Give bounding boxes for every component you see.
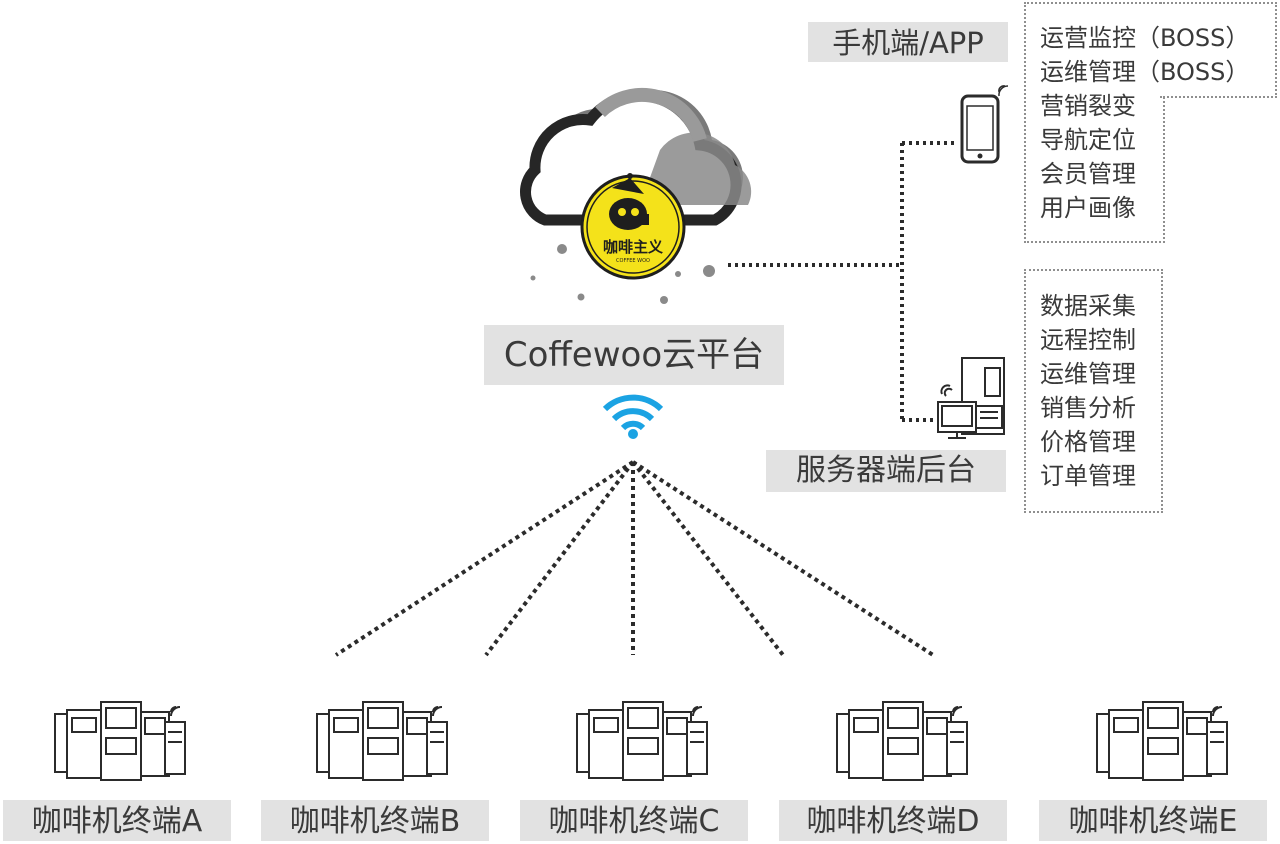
- feature-item: 运维管理: [1040, 360, 1136, 388]
- feature-item: 导航定位: [1040, 126, 1136, 154]
- feature-item: 订单管理: [1040, 462, 1136, 490]
- coffee-machine-icon: [576, 701, 708, 781]
- logo-text: 咖啡主义: [603, 238, 663, 256]
- feature-item: 销售分析: [1040, 394, 1136, 422]
- mobile-feature-box-extension: [1160, 2, 1277, 98]
- coffee-machine-icon: [836, 701, 968, 781]
- cloud-icon: [520, 88, 752, 304]
- coffee-mascot-icon: [609, 173, 649, 230]
- server-label: 服务器端后台: [766, 450, 1006, 492]
- coffee-machine-icon: [316, 701, 448, 781]
- feature-item: 会员管理: [1040, 160, 1136, 188]
- server-icon: [937, 357, 1005, 439]
- terminal-label-d: 咖啡机终端D: [779, 800, 1007, 841]
- feature-item: 运维管理（BOSS）: [1040, 58, 1250, 86]
- server-feature-box: [1024, 269, 1163, 513]
- terminal-label-c: 咖啡机终端C: [520, 800, 748, 841]
- platform-label: Coffewoo云平台: [484, 325, 784, 385]
- logo-badge: 咖啡主义 COFFEE WOO: [580, 173, 686, 280]
- terminal-label-a: 咖啡机终端A: [3, 800, 231, 841]
- feature-item: 远程控制: [1040, 326, 1136, 354]
- mobile-feature-box: [1024, 2, 1165, 243]
- coffee-machine-icon: [1096, 701, 1228, 781]
- terminal-label-e: 咖啡机终端E: [1039, 800, 1267, 841]
- feature-item: 用户画像: [1040, 194, 1136, 222]
- mobile-feature-list: 运营监控（BOSS） 运维管理（BOSS） 营销裂变 导航定位 会员管理 用户画…: [1040, 21, 1249, 225]
- terminal-label-b: 咖啡机终端B: [261, 800, 489, 841]
- server-feature-list: 数据采集 远程控制 运维管理 销售分析 价格管理 订单管理: [1040, 289, 1136, 493]
- coffee-machine-icon: [54, 701, 186, 781]
- feature-item: 营销裂变: [1040, 92, 1136, 120]
- smartphone-icon: [960, 85, 1009, 164]
- network-connector: [728, 141, 958, 422]
- mobile-label: 手机端/APP: [808, 22, 1008, 62]
- terminal-connectors: [334, 460, 935, 657]
- wifi-icon: [602, 394, 664, 439]
- feature-item: 价格管理: [1040, 428, 1136, 456]
- logo-subtext: COFFEE WOO: [616, 258, 650, 264]
- feature-item: 数据采集: [1040, 292, 1136, 320]
- feature-item: 运营监控（BOSS）: [1040, 24, 1250, 52]
